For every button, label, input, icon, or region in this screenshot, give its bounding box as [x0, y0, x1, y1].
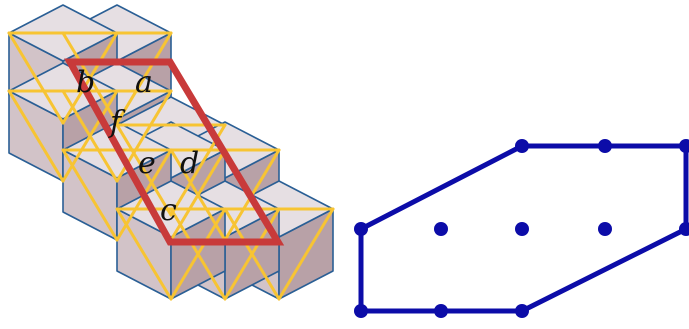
region-label-b: b [76, 65, 95, 100]
region-label-d: d [180, 146, 199, 181]
lattice-point [515, 139, 529, 153]
lattice-point [515, 222, 529, 236]
lattice-point [434, 304, 448, 318]
lattice-point [515, 304, 529, 318]
lattice-point [598, 139, 612, 153]
lattice-point [598, 222, 612, 236]
region-label-c: c [160, 193, 177, 228]
lattice-points [354, 139, 689, 318]
region-label-a: a [135, 65, 153, 100]
fundamental-parallelogram [64, 58, 285, 246]
lattice-point [679, 222, 689, 236]
lattice-point [354, 222, 368, 236]
lattice-point [354, 304, 368, 318]
lattice-point [434, 222, 448, 236]
triangulation-line [115, 31, 173, 125]
lattice-point [679, 139, 689, 153]
triangulation-line [115, 123, 173, 217]
triangulation-line [115, 207, 173, 301]
triangulation-line [7, 89, 65, 183]
triangulation-line [7, 31, 65, 125]
triangulation-line [277, 207, 335, 301]
region-label-e: e [138, 146, 156, 181]
triangulation-line [61, 148, 119, 242]
triangulation-line [169, 207, 227, 301]
